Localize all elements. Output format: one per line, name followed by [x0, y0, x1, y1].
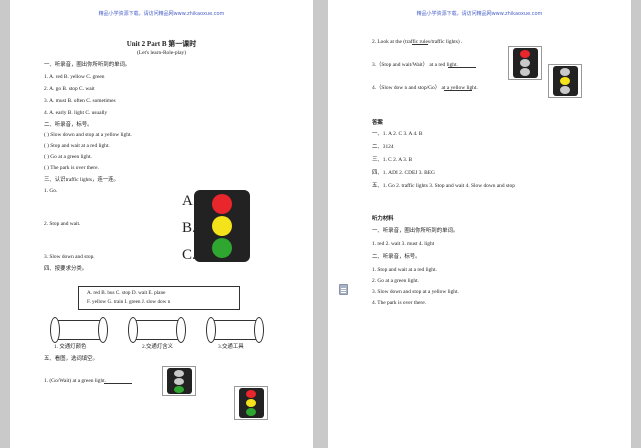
- answer-line-2: 二、3124: [372, 144, 394, 150]
- answer-line-4: 四、1. ADI 2. CDEJ 3. BEG: [372, 170, 435, 176]
- listening-line-4: 1. Stop and wait at a red light.: [372, 267, 437, 273]
- q2-item-1: ( ) Slow down and stop at a yellow light…: [44, 132, 132, 138]
- answer-blank: [444, 85, 472, 91]
- document-comment-icon[interactable]: [339, 284, 348, 295]
- section-4-heading: 四、按要求分类。: [44, 266, 88, 272]
- traffic-light-all: [234, 386, 268, 420]
- q3-item-2: 2. Stop and wait.: [44, 221, 81, 227]
- listening-line-6: 3. Slow down and stop at a yellow light.: [372, 289, 459, 295]
- q1-item-3: 3. A. must B. often C. sometimes: [44, 98, 116, 104]
- section-1-heading: 一、听录音，圈出你所听到的单词。: [44, 62, 131, 68]
- listening-heading: 听力材料: [372, 216, 394, 222]
- worksheet-subtitle: (Let's learn-Role-play): [136, 50, 187, 56]
- q5-item-3: 3.（Stop and wait/Wait） at a red light.: [372, 62, 458, 68]
- section-2-heading: 二、听录音，标号。: [44, 122, 93, 128]
- q5-item-1: 1. (Go/Wait) at a green light.: [44, 378, 106, 384]
- q1-item-2: 2. A. go B. stop C. wait: [44, 86, 95, 92]
- listening-line-1: 一、听录音，圈出你所听到的单词。: [372, 228, 459, 234]
- option-c-label: C.: [182, 247, 196, 263]
- traffic-light-red: [508, 46, 542, 80]
- listening-line-7: 4. The park is over there.: [372, 300, 426, 306]
- option-b-label: B.: [182, 220, 196, 236]
- listening-line-3: 二、听录音，标号。: [372, 254, 421, 260]
- q2-item-2: ( ) Stop and wait at a red light.: [44, 143, 110, 149]
- q5-item-2: 2. Look at the (traffic rules/traffic li…: [372, 39, 463, 45]
- answers-heading: 答案: [372, 120, 383, 126]
- section-5-heading: 五、看图，选词填空。: [44, 356, 98, 362]
- q1-item-1: 1. A. red B. yellow C. green: [44, 74, 105, 80]
- traffic-light-image: [194, 190, 250, 262]
- q2-item-3: ( ) Go at a green light.: [44, 154, 92, 160]
- answer-line-1: 一、1. A 2. C 3. A 4. B: [372, 131, 423, 137]
- q5-item-4: 4.（Slow dow n and stop/Go） at a yellow l…: [372, 85, 478, 91]
- yellow-lamp: [212, 216, 232, 236]
- q1-item-4: 4. A. early B. light C. usually: [44, 110, 108, 116]
- traffic-light-green: [162, 366, 196, 396]
- listening-line-5: 2. Go at a green light.: [372, 278, 419, 284]
- title-unit: Unit 2 Part B: [126, 40, 167, 48]
- category-label-3: 3.交通工具: [218, 344, 244, 350]
- red-lamp: [212, 194, 232, 214]
- answer-blank: [104, 378, 132, 384]
- answer-line-5: 五、1. Go 2. traffic lights 3. Stop and wa…: [372, 183, 515, 189]
- word-bank-box: A. red B. bus C. stop D. wait E. plane F…: [78, 286, 240, 310]
- answer-blank: [448, 62, 476, 68]
- category-scroll-1: [50, 317, 108, 343]
- section-3-heading: 三、认识traffic lights，连一连。: [44, 177, 119, 183]
- worksheet-title: Unit 2 Part B 第一课时: [10, 39, 313, 49]
- category-scroll-2: [128, 317, 186, 343]
- q3-item-1: 1. Go.: [44, 188, 58, 194]
- green-lamp: [212, 238, 232, 258]
- option-a-label: A.: [182, 193, 197, 209]
- document-page-left: 精品小学资源下载，请访问精品网www.zhikaoxue.com Unit 2 …: [10, 0, 313, 448]
- word-bank-line-2: F. yellow G. train I. green J. slow dow …: [87, 299, 171, 305]
- category-scroll-3: [206, 317, 264, 343]
- q3-item-3: 3. Slow down and stop.: [44, 254, 95, 260]
- page-header: 精品小学资源下载，请访问精品网www.zhikaoxue.com: [98, 11, 225, 17]
- document-page-right: 精品小学资源下载，请访问精品网www.zhikaoxue.com 2. Look…: [328, 0, 631, 448]
- q2-item-4: ( ) The park is over there.: [44, 165, 99, 171]
- category-label-1: 1. 交通灯颜色: [54, 344, 87, 350]
- listening-line-2: 1. red 2. wait 3. must 4. light: [372, 241, 435, 247]
- category-label-2: 2.交通灯含义: [142, 344, 173, 350]
- page-header: 精品小学资源下载，请访问精品网www.zhikaoxue.com: [416, 11, 543, 17]
- answer-blank: [412, 39, 428, 45]
- answer-line-3: 三、1. C 2. A 3. B: [372, 157, 413, 163]
- title-lesson: 第一课时: [168, 40, 197, 48]
- traffic-light-yellow: [548, 64, 582, 98]
- word-bank-line-1: A. red B. bus C. stop D. wait E. plane: [87, 290, 166, 296]
